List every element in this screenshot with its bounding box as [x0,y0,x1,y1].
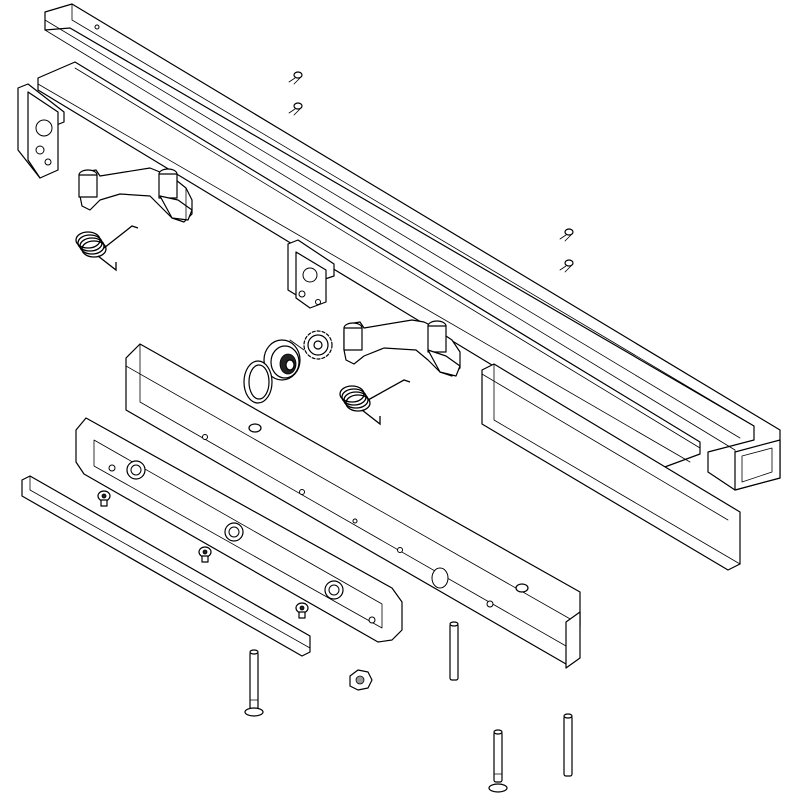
end-mounting-bracket-center [287,239,335,309]
pin-with-e-clip [488,729,508,793]
pin-with-e-clip [244,649,264,717]
trim-cover-strip [21,475,311,657]
gear-sprocket [303,330,333,360]
plain-pins [449,621,573,777]
lever-arm-left [78,167,193,223]
base-frame [75,417,403,643]
frame-screws [97,490,309,619]
pulley-wheel [263,339,305,381]
front-cover-bar [125,343,581,669]
plain-pin [563,713,573,777]
rail-screw [288,102,303,116]
frame-screw [198,546,212,563]
rail-screw [559,259,574,273]
rail-screw [288,71,303,85]
pins-with-e-clip [244,649,508,793]
torsion-spring-right [339,379,411,426]
plain-pin [449,621,459,681]
o-ring [243,360,273,404]
torsion-spring-left [75,225,139,272]
end-mounting-bracket-left [17,83,65,179]
side-channel-plate [481,363,741,571]
rail-screw [559,228,574,242]
frame-screw [97,490,111,507]
frame-screw [295,602,309,619]
lever-arm-right [343,319,461,377]
inner-channel-liner [37,61,701,469]
hex-nut [349,669,373,691]
top-channel-rail [44,3,781,491]
rail-screws [288,71,574,273]
